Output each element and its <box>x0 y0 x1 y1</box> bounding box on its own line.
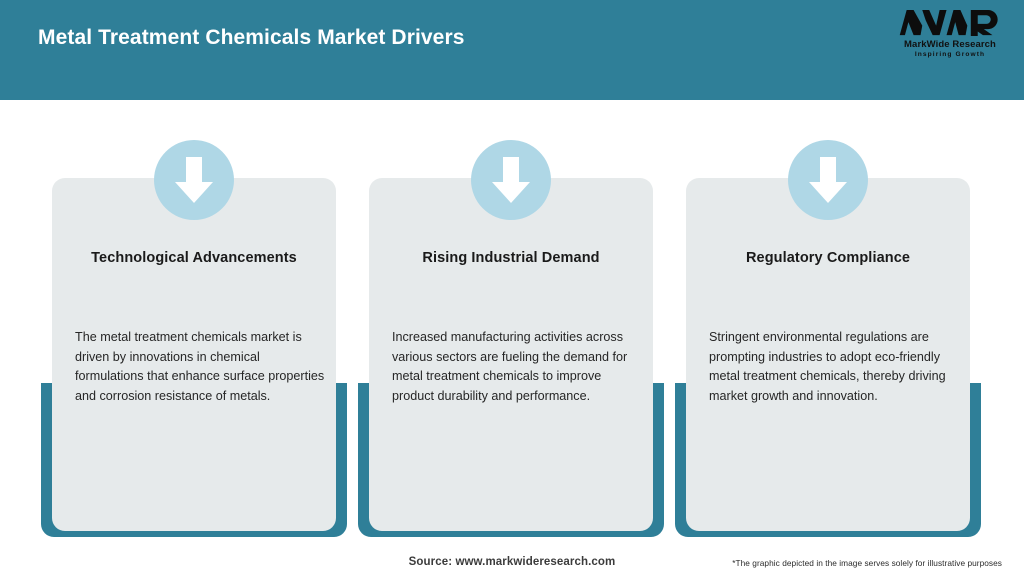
brand-logo: MarkWide Research Inspiring Growth <box>898 8 1002 64</box>
card-description: Stringent environmental regulations are … <box>709 330 946 403</box>
card-body <box>686 178 970 531</box>
card-title: Technological Advancements <box>91 250 297 266</box>
page-title: Metal Treatment Chemicals Market Drivers <box>38 26 465 49</box>
card-body <box>369 178 653 531</box>
card-title: Rising Industrial Demand <box>422 250 600 266</box>
driver-card[interactable]: Regulatory Compliance Stringent environm… <box>675 100 981 540</box>
card-description: Increased manufacturing activities acros… <box>392 330 628 403</box>
header-bar: Metal Treatment Chemicals Market Drivers… <box>0 0 1024 100</box>
card-title: Regulatory Compliance <box>745 250 911 266</box>
down-arrow-icon <box>154 140 234 220</box>
logo-tagline: Inspiring Growth <box>914 51 986 58</box>
driver-card[interactable]: Rising Industrial Demand Increased manuf… <box>358 100 664 540</box>
source-label: Source: www.markwideresearch.com <box>408 556 616 568</box>
card-description: The metal treatment chemicals market is … <box>75 330 325 403</box>
mwr-logo-icon <box>899 10 998 36</box>
down-arrow-icon <box>788 140 868 220</box>
down-arrow-icon <box>471 140 551 220</box>
card-body <box>52 178 336 531</box>
logo-company-name: MarkWide Research <box>904 39 996 50</box>
disclaimer-label: *The graphic depicted in the image serve… <box>732 558 1002 568</box>
driver-card[interactable]: Technological Advancements The metal tre… <box>41 100 347 540</box>
driver-cards-row: Technological Advancements The metal tre… <box>0 100 1024 540</box>
